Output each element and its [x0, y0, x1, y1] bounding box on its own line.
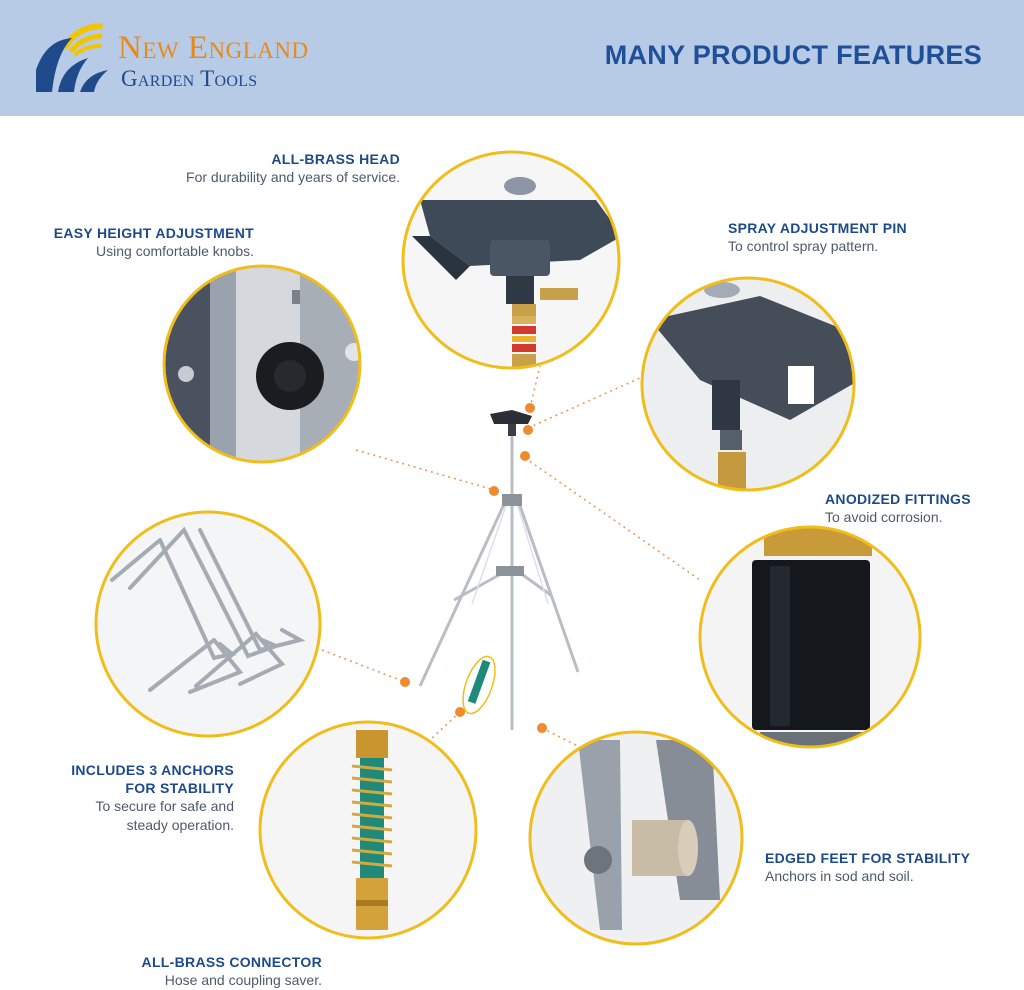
callout-anchors: INCLUDES 3 ANCHORS FOR STABILITY To secu…	[0, 761, 234, 835]
connector-dots	[400, 403, 547, 733]
page-title: MANY PRODUCT FEATURES	[604, 40, 982, 70]
callout-connector: ALL-BRASS CONNECTOR Hose and coupling sa…	[22, 953, 322, 990]
height-knob-photo	[162, 264, 362, 464]
leader-lines	[321, 365, 701, 751]
connector-title: ALL-BRASS CONNECTOR	[141, 954, 322, 970]
feet-desc: Anchors in sod and soil.	[765, 868, 914, 884]
spray-pin-title: SPRAY ADJUSTMENT PIN	[728, 220, 907, 236]
connector-desc: Hose and coupling saver.	[164, 972, 322, 988]
brass-connector-photo	[258, 720, 478, 940]
spray-pin-photo	[640, 276, 856, 492]
header-banner: New England Garden Tools MANY PRODUCT FE…	[0, 0, 1024, 116]
brass-head-photo	[401, 150, 621, 370]
anchors-photo	[94, 510, 322, 738]
brand-name-line1: New England	[118, 30, 309, 66]
anodized-fitting-photo	[698, 525, 922, 749]
callout-brass-head: ALL-BRASS HEAD For durability and years …	[100, 150, 400, 187]
height-desc: Using comfortable knobs.	[96, 243, 254, 259]
anchors-title-1: INCLUDES 3 ANCHORS	[71, 762, 234, 778]
brand-name-line2: Garden Tools	[121, 66, 258, 91]
brass-head-desc: For durability and years of service.	[186, 169, 400, 185]
height-title: EASY HEIGHT ADJUSTMENT	[53, 225, 254, 241]
callout-height: EASY HEIGHT ADJUSTMENT Using comfortable…	[0, 224, 254, 261]
brass-head-title: ALL-BRASS HEAD	[271, 151, 400, 167]
brand-logo-icon	[36, 23, 108, 92]
spray-pin-desc: To control spray pattern.	[728, 238, 879, 254]
anchors-desc-2: steady operation.	[126, 817, 234, 833]
anchors-desc-1: To secure for safe and	[95, 798, 234, 814]
callout-fittings: ANODIZED FITTINGS To avoid corrosion.	[825, 490, 1015, 527]
fittings-desc: To avoid corrosion.	[825, 509, 943, 525]
anchors-title-2: FOR STABILITY	[125, 780, 234, 796]
callout-spray-pin: SPRAY ADJUSTMENT PIN To control spray pa…	[728, 219, 1024, 256]
callout-feet: EDGED FEET FOR STABILITY Anchors in sod …	[765, 849, 1015, 886]
tripod-sprinkler-illustration	[418, 410, 580, 730]
fittings-title: ANODIZED FITTINGS	[825, 491, 971, 507]
feet-title: EDGED FEET FOR STABILITY	[765, 850, 971, 866]
edged-foot-photo	[528, 730, 744, 946]
